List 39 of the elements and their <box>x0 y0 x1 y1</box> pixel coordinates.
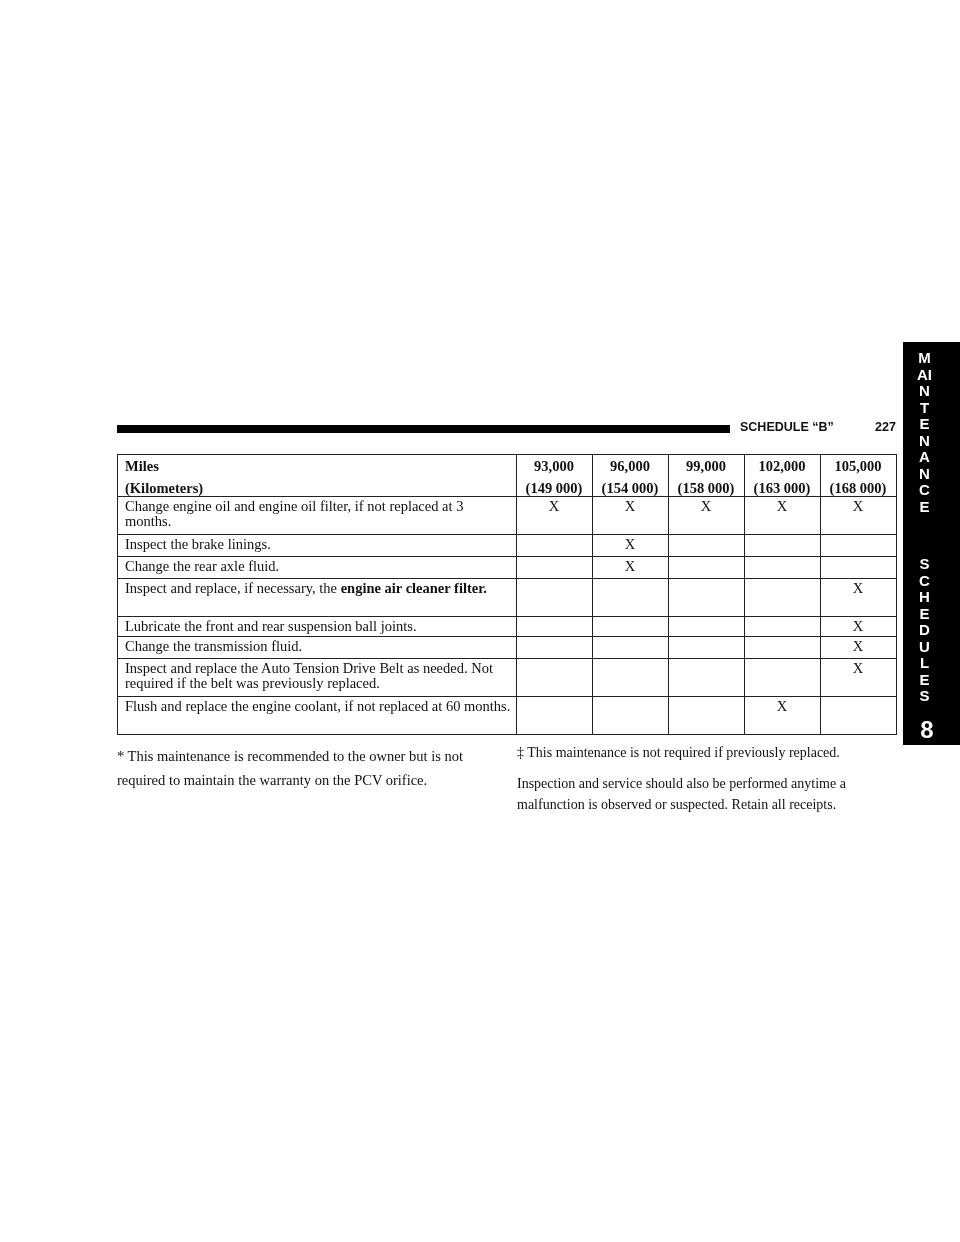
row-text: Lubricate the front and rear suspension ball joints. <box>125 619 418 634</box>
check-mark: X <box>851 661 865 676</box>
check-mark: X <box>623 537 637 552</box>
check-mark: X <box>547 499 561 514</box>
note: Inspection and service should also be performed anytime a malfunction is observed or suspected. Retain all receipts. <box>517 775 847 814</box>
row-text: Inspect and replace the Auto Tension Drive Belt as needed. Not required if the belt was previously replaced. <box>125 661 494 691</box>
column-header: (Kilometers) <box>125 481 205 496</box>
row-text: Inspect the brake linings. <box>125 537 272 552</box>
row-text: Change the rear axle fluid. <box>125 559 281 574</box>
column-header: 93,000 <box>533 459 575 474</box>
row-text: Flush and replace the engine coolant, if not replaced at 60 months. <box>125 699 512 714</box>
tab-number: 8 <box>919 718 935 742</box>
column-header: 96,000 <box>609 459 651 474</box>
column-header: 99,000 <box>685 459 727 474</box>
check-mark: X <box>775 699 789 714</box>
check-mark: X <box>851 619 865 634</box>
column-header: (163 000) <box>752 481 812 496</box>
row-text: Change the transmission fluid. <box>125 639 304 654</box>
footnote: ‡ This maintenance is not required if previously replaced. <box>517 744 841 762</box>
check-mark: X <box>623 499 637 514</box>
page-number: 227 <box>875 420 897 435</box>
check-mark: X <box>851 639 865 654</box>
check-mark: X <box>623 559 637 574</box>
column-header: (168 000) <box>828 481 888 496</box>
column-header: (154 000) <box>600 481 660 496</box>
row-text: Inspect and replace, if necessary, the engine air cleaner filter. <box>125 581 488 596</box>
column-header: Miles <box>125 459 160 474</box>
column-header: 105,000 <box>833 459 883 474</box>
column-header: (158 000) <box>676 481 736 496</box>
check-mark: X <box>851 499 865 514</box>
check-mark: X <box>699 499 713 514</box>
column-header: 102,000 <box>757 459 807 474</box>
tab-text: MAINTENANCE <box>917 350 932 515</box>
check-mark: X <box>851 581 865 596</box>
footnote: * This maintenance is recommended to the owner but is not required to maintain the warranty on the PCV orifice. <box>117 747 465 790</box>
check-mark: X <box>775 499 789 514</box>
row-text: Change engine oil and engine oil filter, if not replaced at 3 months. <box>125 499 465 529</box>
column-header: (149 000) <box>524 481 584 496</box>
tab-text: SCHEDULES <box>918 556 931 705</box>
